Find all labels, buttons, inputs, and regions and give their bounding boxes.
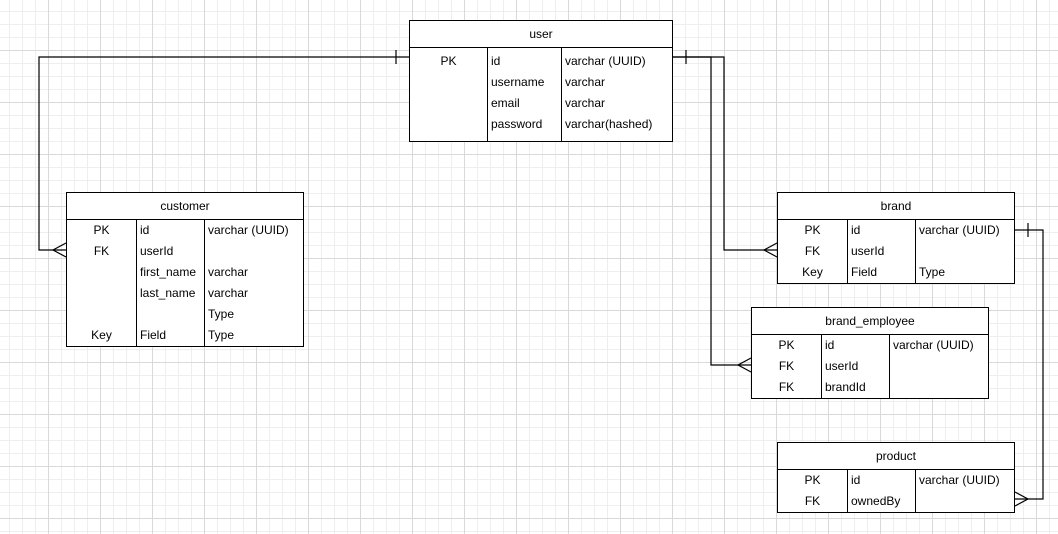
entity-title: brand — [778, 193, 1014, 220]
field-type: varchar (UUID) — [919, 223, 1000, 237]
many-crowfoot — [1014, 491, 1030, 507]
key-label: FK — [804, 494, 821, 508]
field-name: userId — [140, 244, 174, 258]
field-row[interactable]: password varchar(hashed) — [410, 114, 672, 135]
field-type: varchar(hashed) — [565, 117, 653, 131]
field-name: id — [851, 473, 861, 487]
entity-brand-employee[interactable]: brand_employee PK id varchar (UUID) FK u… — [751, 307, 989, 399]
field-name: first_name — [140, 265, 197, 279]
field-row[interactable]: Type — [67, 304, 303, 325]
field-name: id — [851, 223, 861, 237]
field-row[interactable]: PK id varchar (UUID) — [410, 51, 672, 72]
entity-user[interactable]: user PK id varchar (UUID) username varch… — [409, 20, 673, 142]
field-type: Type — [919, 265, 946, 279]
field-row[interactable]: PK id varchar (UUID) — [778, 220, 1014, 241]
many-crowfoot — [736, 357, 752, 373]
key-label: Key — [802, 265, 823, 279]
key-label: PK — [804, 223, 821, 237]
relationship-brand-product[interactable] — [1014, 223, 1044, 507]
field-name: Field — [851, 265, 878, 279]
field-row[interactable]: first_name varchar — [67, 262, 303, 283]
entity-title: brand_employee — [752, 308, 988, 335]
field-name: ownedBy — [851, 494, 901, 508]
field-name: brandId — [825, 380, 866, 394]
field-row[interactable]: PK id varchar (UUID) — [752, 335, 988, 356]
field-type: varchar (UUID) — [893, 338, 974, 352]
field-name: id — [140, 223, 150, 237]
field-type: Type — [208, 328, 235, 342]
field-name: last_name — [140, 286, 196, 300]
field-name: email — [491, 96, 520, 110]
field-row[interactable]: Key Field Type — [778, 262, 1014, 283]
field-type: varchar — [565, 96, 606, 110]
entity-brand[interactable]: brand PK id varchar (UUID) FK userId Key… — [777, 192, 1015, 284]
many-crowfoot — [51, 242, 67, 258]
field-name: id — [825, 338, 835, 352]
key-label: PK — [778, 338, 795, 352]
field-row[interactable]: FK userId — [778, 241, 1014, 262]
relationship-user-brand-employee[interactable] — [672, 56, 752, 373]
field-name: userId — [825, 359, 859, 373]
field-type: varchar — [565, 75, 606, 89]
key-label: PK — [93, 223, 110, 237]
relationship-user-brand[interactable] — [672, 50, 778, 258]
entity-title: customer — [67, 193, 303, 220]
field-row[interactable]: Key Field Type — [67, 325, 303, 346]
entity-product[interactable]: product PK id varchar (UUID) FK ownedBy — [777, 442, 1015, 513]
entity-title: user — [410, 21, 672, 48]
field-row[interactable]: email varchar — [410, 93, 672, 114]
field-name: userId — [851, 244, 885, 258]
field-row[interactable]: PK id varchar (UUID) — [67, 220, 303, 241]
field-row[interactable]: FK ownedBy — [778, 491, 1014, 512]
field-name: password — [491, 117, 543, 131]
field-name: username — [491, 75, 545, 89]
field-type: varchar — [208, 286, 249, 300]
key-label: PK — [804, 473, 821, 487]
entity-customer[interactable]: customer PK id varchar (UUID) FK userId … — [66, 192, 304, 347]
key-label: FK — [804, 244, 821, 258]
field-type: Type — [208, 307, 235, 321]
field-type: varchar (UUID) — [919, 473, 1000, 487]
entity-title: product — [778, 443, 1014, 470]
relationship-user-customer[interactable] — [38, 50, 409, 258]
key-label: Key — [91, 328, 112, 342]
field-row[interactable]: PK id varchar (UUID) — [778, 470, 1014, 491]
key-label: FK — [93, 244, 110, 258]
field-type: varchar — [208, 265, 249, 279]
key-label: FK — [778, 380, 795, 394]
field-row[interactable]: last_name varchar — [67, 283, 303, 304]
field-name: id — [491, 54, 501, 68]
field-type: varchar (UUID) — [565, 54, 646, 68]
field-row[interactable]: FK userId — [752, 356, 988, 377]
field-row[interactable]: FK userId — [67, 241, 303, 262]
field-row[interactable]: username varchar — [410, 72, 672, 93]
field-type: varchar (UUID) — [208, 223, 289, 237]
field-name: Field — [140, 328, 167, 342]
key-label: FK — [778, 359, 795, 373]
field-row[interactable]: FK brandId — [752, 377, 988, 398]
key-label: PK — [440, 54, 457, 68]
many-crowfoot — [762, 242, 778, 258]
